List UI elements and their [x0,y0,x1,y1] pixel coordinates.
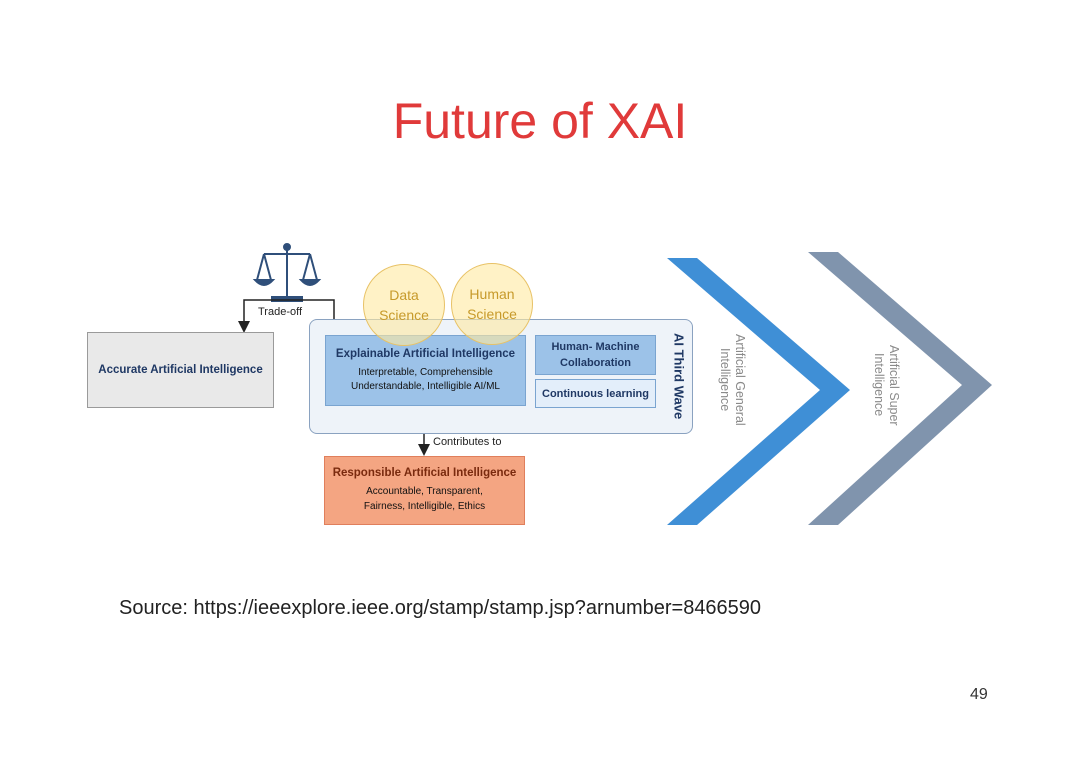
asi-chevron [808,252,992,525]
data-science-label: Data Science [379,287,429,323]
scales-of-justice-icon [252,243,322,302]
ai-third-wave-label-wrap: AI Third Wave [664,322,694,430]
contributes-to-label: Contributes to [433,436,502,448]
asi-label: Artificial Super Intelligence [872,344,901,426]
continuous-learning-label: Continuous learning [542,387,649,400]
source-citation: Source: https://ieeexplore.ieee.org/stam… [119,597,762,619]
agi-label: Artificial General Intelligence [718,334,747,426]
ai-third-wave-label: AI Third Wave [671,332,687,420]
data-science-circle: Data Science [363,264,445,346]
tradeoff-label: Trade-off [258,306,303,318]
human-science-circle: Human Science [451,263,533,345]
xai-line2: Understandable, Intelligible AI/ML [351,380,500,392]
continuous-learning-box: Continuous learning [535,379,656,408]
agi-chevron [667,258,850,525]
xai-box: Explainable Artificial Intelligence Inte… [325,335,526,406]
responsible-ai-box: Responsible Artificial Intelligence Acco… [324,456,525,525]
human-machine-label: Human- Machine Collaboration [551,341,640,369]
page-number: 49 [970,686,988,703]
asi-label-wrap: Artificial Super Intelligence [866,335,906,435]
rai-line1: Accountable, Transparent, [366,486,483,497]
slide-title: Future of XAI [392,93,688,149]
accurate-ai-label: Accurate Artificial Intelligence [98,364,263,376]
xai-title: Explainable Artificial Intelligence [335,347,516,360]
rai-line2: Fairness, Intelligible, Ethics [363,501,486,512]
tradeoff-arrow-left [238,299,287,333]
agi-label-wrap: Artificial General Intelligence [712,330,752,430]
human-science-label: Human Science [467,286,517,322]
accurate-ai-box: Accurate Artificial Intelligence [87,332,274,408]
xai-line1: Interpretable, Comprehensible [358,366,493,378]
rai-title: Responsible Artificial Intelligence [332,467,517,479]
human-machine-box: Human- Machine Collaboration [535,335,656,375]
